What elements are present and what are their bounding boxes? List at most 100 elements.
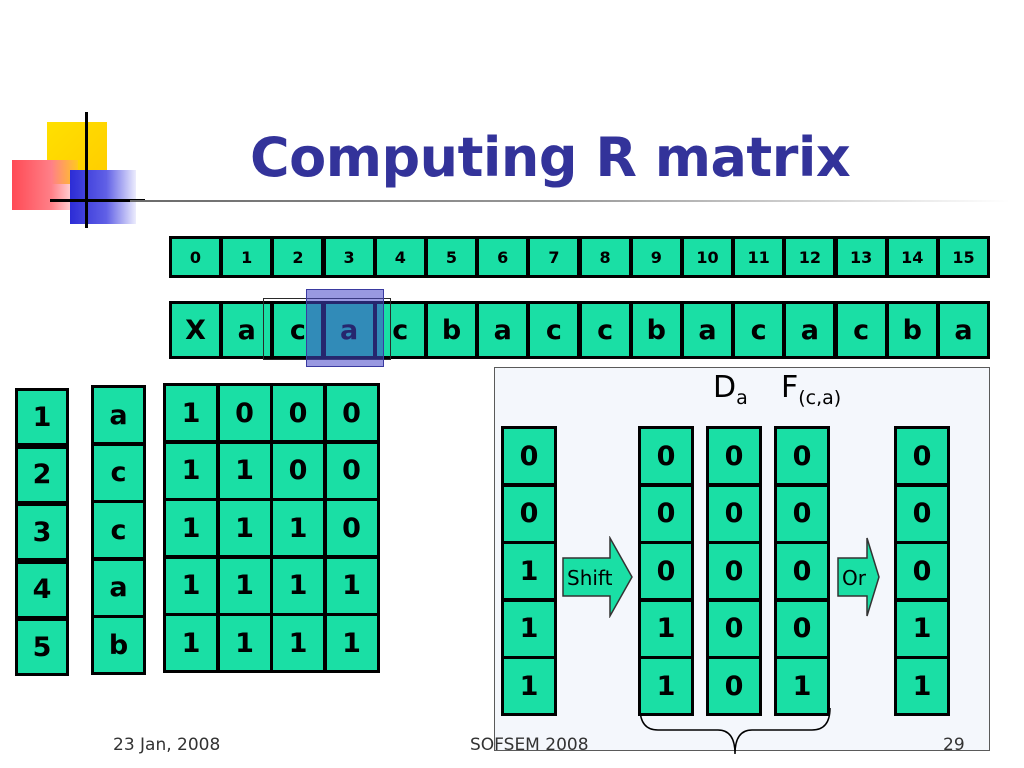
r-matrix-cell: 1 [163,555,219,616]
r-matrix-cell: 1 [163,498,219,558]
r-matrix-cell: 1 [270,555,326,616]
text-cell: c [527,301,581,359]
d-column-cell: 0 [706,541,762,601]
shifted-column-cell: 0 [638,541,694,601]
r-matrix-cell: 0 [323,440,380,501]
row-number-cell: 1 [15,388,69,446]
previous-column-cell: 0 [501,483,557,544]
shift-arrow-icon [562,536,633,618]
text-cell: c [834,301,888,359]
pattern-cell: a [91,557,146,618]
d-column-cell: 0 [706,656,762,716]
d-column-cell: 0 [706,598,762,659]
index-cell: 4 [373,236,427,278]
pattern-cell: a [91,385,146,445]
f-column-cell: 1 [774,656,830,716]
footer-conference: SOFSEM 2008 [470,735,589,755]
text-cell: c [732,301,786,359]
logo-decoration [0,0,160,240]
r-matrix-cell: 0 [270,440,326,501]
shift-label: Shift [567,566,613,590]
text-cell: a [681,301,734,359]
text-cell: a [937,301,990,359]
shifted-column-cell: 1 [638,598,694,659]
index-cell: 15 [937,236,990,278]
f-column-cell: 0 [774,483,830,544]
index-cell: 8 [578,236,632,278]
text-cell: a [783,301,837,359]
r-matrix-cell: 1 [323,613,380,673]
text-cell: X [169,301,222,359]
shifted-column-cell: 0 [638,483,694,544]
footer-date: 23 Jan, 2008 [113,735,221,755]
brace-icon [639,708,831,755]
text-cell: c [578,301,632,359]
row-number-cell: 2 [15,445,69,504]
index-cell: 5 [425,236,478,278]
text-cell: b [885,301,939,359]
previous-column-cell: 1 [501,541,557,601]
logo-red-square [12,160,78,210]
r-matrix-cell: 1 [216,613,273,673]
r-matrix-cell: 0 [216,383,273,443]
row-number-cell: 3 [15,503,69,561]
r-matrix-cell: 1 [323,555,380,616]
index-cell: 14 [885,236,939,278]
result-column-cell: 0 [894,541,950,601]
index-cell: 2 [271,236,325,278]
r-matrix-cell: 1 [216,555,273,616]
r-matrix-cell: 1 [270,498,326,558]
d-column-cell: 0 [706,483,762,544]
text-cell: a [476,301,530,359]
r-matrix-cell: 0 [323,383,380,443]
shifted-column-cell: 1 [638,656,694,716]
index-cell: 11 [732,236,786,278]
r-matrix-cell: 1 [163,383,219,443]
f-column-cell: 0 [774,541,830,601]
result-column-cell: 0 [894,483,950,544]
row-number-cell: 4 [15,560,69,619]
previous-column-cell: 1 [501,656,557,716]
pattern-cell: c [91,442,146,503]
d-label: Da [713,370,748,409]
footer-page-number: 29 [943,735,965,755]
d-column-cell: 0 [706,426,762,486]
result-column-cell: 1 [894,656,950,716]
pattern-cell: c [91,500,146,560]
r-matrix-cell: 0 [323,498,380,558]
or-arrow-icon [837,537,880,617]
previous-column-cell: 1 [501,598,557,659]
shifted-column-cell: 0 [638,426,694,486]
f-column-cell: 0 [774,598,830,659]
index-cell: 1 [220,236,274,278]
logo-horizontal-line [50,199,145,202]
logo-blue-square [70,170,136,224]
slide-title: Computing R matrix [250,126,851,189]
index-cell: 13 [834,236,888,278]
text-cell: b [425,301,478,359]
index-cell: 6 [476,236,530,278]
index-cell: 10 [681,236,734,278]
row-number-cell: 5 [15,618,69,676]
current-position-highlight [306,289,384,367]
r-matrix-cell: 1 [216,498,273,558]
f-label: F(c,a) [781,370,842,409]
index-cell: 3 [322,236,376,278]
pattern-cell: b [91,615,146,675]
r-matrix-cell: 1 [163,440,219,501]
r-matrix-cell: 1 [216,440,273,501]
r-matrix-cell: 1 [270,613,326,673]
result-column-cell: 0 [894,426,950,486]
logo-vertical-line [85,112,88,228]
index-cell: 7 [527,236,581,278]
text-cell: b [629,301,683,359]
r-matrix-cell: 0 [270,383,326,443]
f-column-cell: 0 [774,426,830,486]
title-rule [130,200,1010,202]
index-cell: 0 [169,236,222,278]
previous-column-cell: 0 [501,426,557,486]
index-cell: 9 [629,236,683,278]
index-cell: 12 [783,236,837,278]
r-matrix-cell: 1 [163,613,219,673]
or-label: Or [842,566,866,590]
